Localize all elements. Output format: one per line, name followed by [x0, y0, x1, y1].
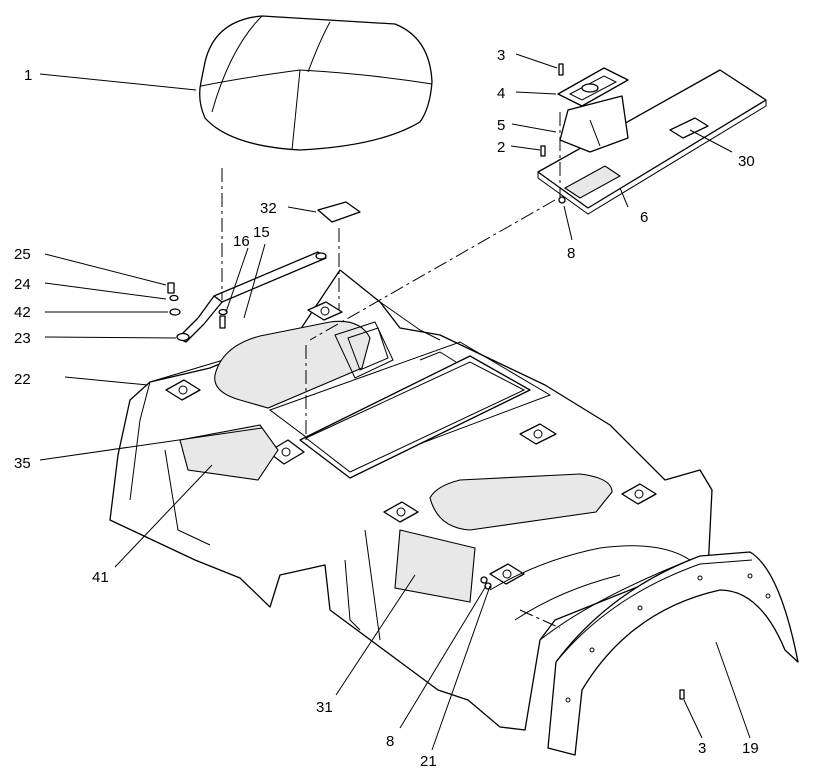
leader-lines — [39, 53, 751, 751]
callout-24: 24 — [14, 276, 31, 293]
seat-support-bracket — [167, 251, 327, 343]
callout-19: 19 — [742, 740, 759, 757]
callout-35: 35 — [14, 455, 31, 472]
fender-deck-part — [109, 269, 713, 731]
callout-5: 5 — [497, 117, 505, 134]
callout-30: 30 — [738, 153, 755, 170]
callout-8-bottom: 8 — [386, 733, 394, 750]
callout-1: 1 — [24, 67, 32, 84]
callout-21: 21 — [420, 753, 437, 770]
rear-fender-part — [547, 551, 799, 756]
decal-part — [317, 201, 361, 223]
console-cover-part — [537, 67, 767, 215]
callout-labels: 1 3 4 5 2 30 6 8 32 16 15 25 24 42 23 22… — [14, 47, 759, 770]
callout-25: 25 — [14, 246, 31, 263]
callout-6: 6 — [640, 209, 648, 226]
callout-31: 31 — [316, 699, 333, 716]
callout-15: 15 — [253, 224, 270, 241]
callout-2: 2 — [497, 139, 505, 156]
alignment-lines — [221, 112, 561, 629]
console-hardware — [540, 63, 566, 204]
callout-22: 22 — [14, 371, 31, 388]
callout-8-top: 8 — [567, 245, 575, 262]
callout-3-top: 3 — [497, 47, 505, 64]
callout-16: 16 — [233, 233, 250, 250]
callout-32: 32 — [260, 200, 277, 217]
callout-42: 42 — [14, 304, 31, 321]
callout-4: 4 — [497, 85, 505, 102]
callout-41: 41 — [92, 569, 109, 586]
callout-23: 23 — [14, 330, 31, 347]
seat-cushion-part — [199, 15, 433, 151]
callout-3-bottom: 3 — [698, 740, 706, 757]
